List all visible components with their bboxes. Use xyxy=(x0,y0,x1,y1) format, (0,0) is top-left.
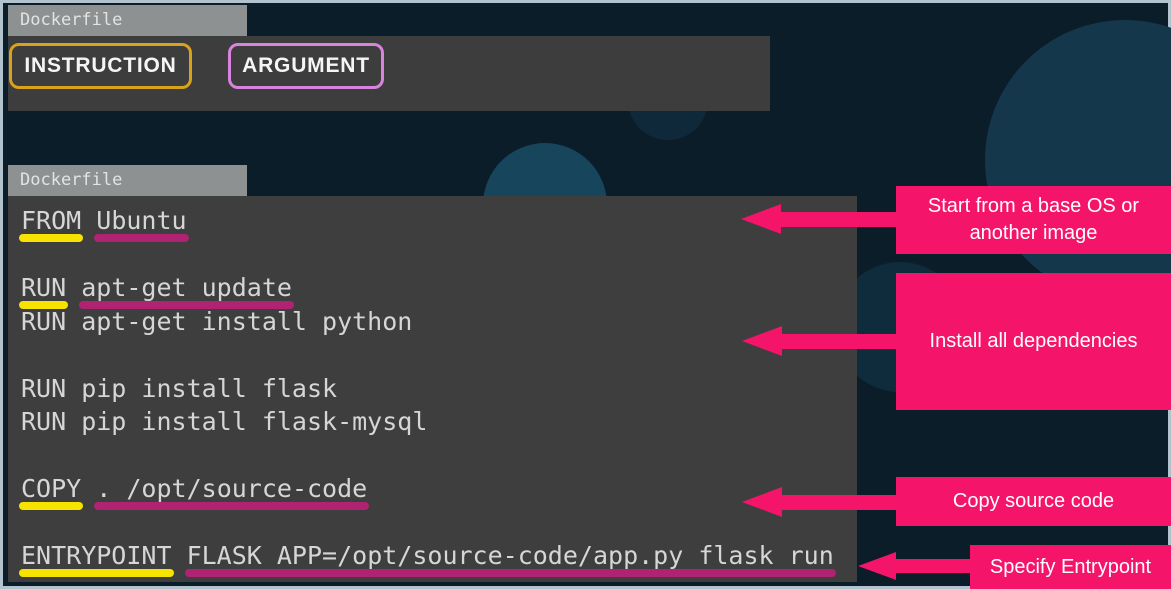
arrow-head-icon xyxy=(742,326,782,356)
arrow-head-icon xyxy=(742,487,782,517)
code-line-run-install-python: RUN apt-get install python xyxy=(21,305,857,339)
code-space xyxy=(81,206,96,235)
tab-label: Dockerfile xyxy=(20,170,123,190)
keyword-run: RUN xyxy=(18,271,69,308)
argument-run-update: apt-get update xyxy=(79,271,294,308)
argument-from: Ubuntu xyxy=(94,204,189,241)
code-line-run-pip-flask-mysql: RUN pip install flask-mysql xyxy=(21,405,857,439)
dockerfile-code: FROM Ubuntu RUN apt-get update RUN apt-g… xyxy=(18,204,857,576)
code-space xyxy=(172,541,187,570)
arrow-shaft xyxy=(895,559,970,573)
keyword-from: FROM xyxy=(18,204,84,241)
callout-entrypoint: Specify Entrypoint xyxy=(970,545,1171,589)
code-space xyxy=(81,474,96,503)
background-blob xyxy=(985,20,1171,300)
code-space xyxy=(66,273,81,302)
dockerfile-code-panel: FROM Ubuntu RUN apt-get update RUN apt-g… xyxy=(8,196,857,582)
code-line-run-pip-flask: RUN pip install flask xyxy=(21,372,857,406)
callout-label: Specify Entrypoint xyxy=(989,555,1152,578)
code-text: RUN apt-get install python xyxy=(21,306,413,336)
callout-label: Start from a base OS or another image xyxy=(927,195,1140,244)
callout-label: Copy source code xyxy=(952,490,1115,512)
arrow-shaft xyxy=(781,495,896,510)
code-text: RUN pip install flask xyxy=(21,373,338,403)
argument-chip: ARGUMENT xyxy=(228,43,384,89)
arrow-head-icon xyxy=(858,552,896,580)
code-line-blank xyxy=(21,338,857,372)
callout-copy-source: Copy source code xyxy=(896,477,1171,526)
instruction-chip: INSTRUCTION xyxy=(9,43,192,89)
arrow-head-icon xyxy=(741,204,781,234)
code-line-blank xyxy=(21,506,857,540)
code-line-blank xyxy=(21,238,857,272)
instruction-label: INSTRUCTION xyxy=(24,54,177,77)
arrow-shaft xyxy=(780,212,896,227)
argument-entrypoint: FLASK_APP=/opt/source-code/app.py flask … xyxy=(184,539,837,576)
keyword-entrypoint: ENTRYPOINT xyxy=(19,539,174,576)
code-text: RUN pip install flask-mysql xyxy=(21,407,428,436)
callout-label: Install all dependencies xyxy=(929,330,1138,352)
callout-dependencies: Install all dependencies xyxy=(896,273,1171,410)
code-line-entrypoint: ENTRYPOINT FLASK_APP=/opt/source-code/ap… xyxy=(19,539,857,576)
argument-copy: . /opt/source-code xyxy=(94,472,370,509)
code-line-blank xyxy=(21,439,857,473)
callout-base-os: Start from a base OS or another image xyxy=(896,186,1171,254)
keyword-copy: COPY xyxy=(18,472,84,509)
dockerfile-tab-legend: Dockerfile xyxy=(8,5,247,36)
code-line-from: FROM Ubuntu xyxy=(18,204,857,241)
code-line-run-update: RUN apt-get update xyxy=(18,271,857,308)
argument-label: ARGUMENT xyxy=(242,54,370,77)
dockerfile-tab-code: Dockerfile xyxy=(8,165,247,196)
arrow-shaft xyxy=(781,334,896,349)
tab-label: Dockerfile xyxy=(20,10,123,30)
code-line-copy: COPY . /opt/source-code xyxy=(18,472,857,509)
